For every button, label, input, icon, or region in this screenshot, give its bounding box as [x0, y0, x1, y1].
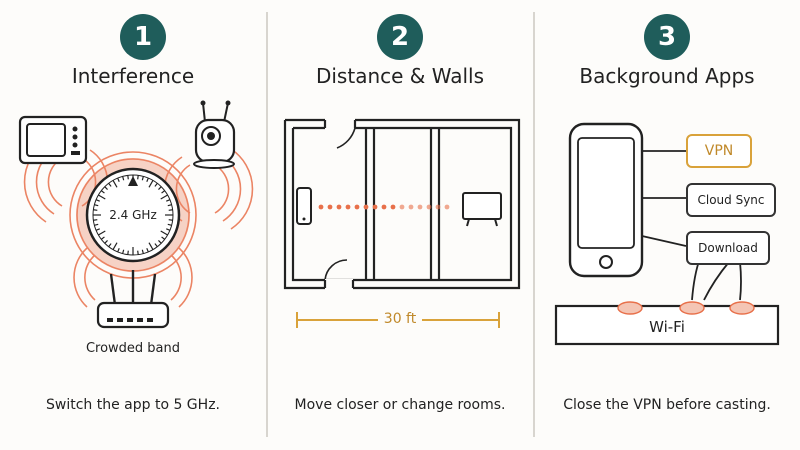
- background-apps-illustration: [554, 122, 780, 346]
- step-badge-1: 1: [120, 14, 166, 60]
- panel-divider: [266, 12, 268, 437]
- signal-dots: [318, 204, 450, 210]
- microwave-icon: [18, 115, 88, 165]
- step-badge-3: 3: [644, 14, 690, 60]
- interference-caption: Crowded band: [85, 341, 181, 356]
- phone-icon: [296, 187, 312, 225]
- tip-background-apps: Close the VPN before casting.: [563, 397, 771, 413]
- step-badge-2: 2: [377, 14, 423, 60]
- panel-title-distance: Distance & Walls: [315, 64, 485, 88]
- interference-illustration: [18, 100, 254, 329]
- floorplan-illustration: [283, 118, 521, 328]
- phone-icon: [568, 122, 644, 278]
- wifi-bar: [554, 301, 780, 346]
- gauge-icon: [85, 167, 181, 263]
- panel-title-interference: Interference: [71, 64, 195, 88]
- tv-icon: [462, 192, 502, 227]
- tip-distance: Move closer or change rooms.: [294, 397, 506, 413]
- app-connectors: [641, 150, 742, 301]
- panel-title-background-apps: Background Apps: [579, 64, 755, 88]
- wifi-label: Wi-Fi: [649, 318, 685, 336]
- panel-background-apps: 3 Background Apps VPN Cloud Sy: [534, 0, 800, 450]
- tip-interference: Switch the app to 5 GHz.: [45, 397, 220, 413]
- app-callout-download: Download: [686, 231, 770, 265]
- app-callout-vpn: VPN: [686, 134, 752, 168]
- panel-divider: [533, 12, 535, 437]
- distance-label: 30 ft: [267, 311, 533, 327]
- router-icon: [96, 270, 170, 329]
- app-callout-cloud-sync: Cloud Sync: [686, 183, 776, 217]
- panel-interference: 1 Interference: [0, 0, 266, 450]
- panel-distance: 2 Distance & Walls: [267, 0, 533, 450]
- gauge-label: 2.4 GHz: [109, 208, 157, 222]
- floorplan-walls: [283, 118, 521, 290]
- baby-monitor-icon: [193, 100, 236, 169]
